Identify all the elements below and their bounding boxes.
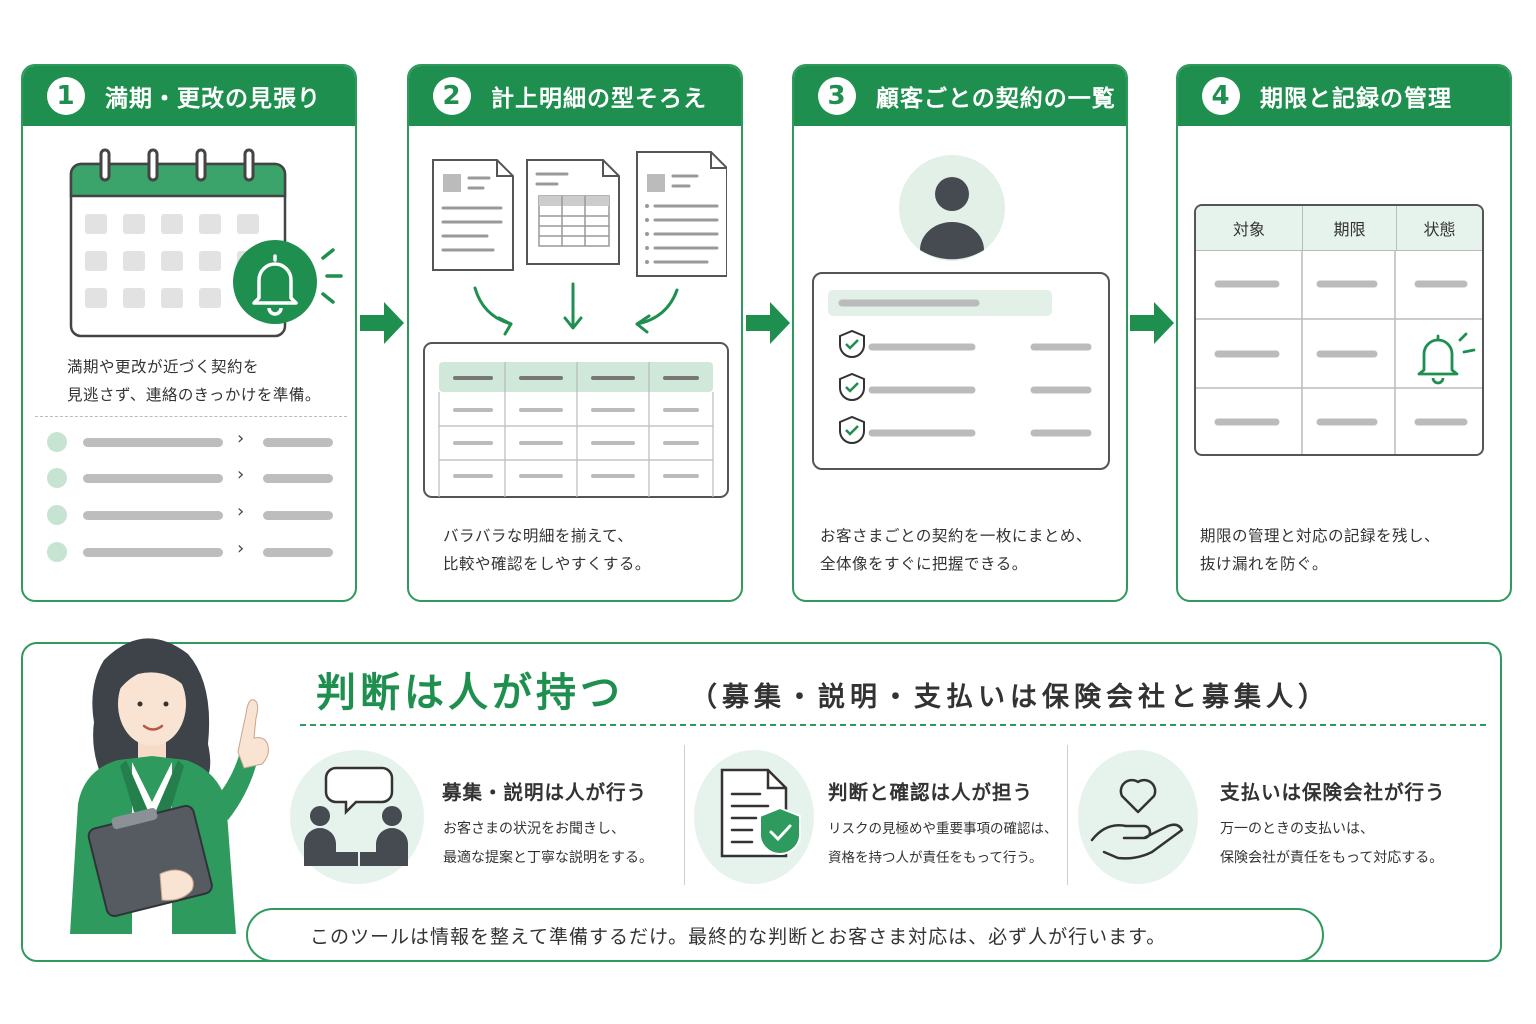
role-title-2: 判断と確認は人が担う — [828, 781, 1034, 804]
role-desc-1: お客さまの状況をお聞きし、 最適な提案と丁寧な説明をする。 — [443, 821, 653, 866]
step-desc-1: 満期や更改が近づく契約を 見逃さず、連絡のきっかけを準備。 — [67, 358, 321, 404]
role-title-3: 支払いは保険会社が行う — [1220, 781, 1446, 804]
step-title-2: 計上明細の型そろえ — [491, 86, 707, 112]
column-header: 状態 — [1423, 220, 1456, 239]
calendar-bell-icon — [69, 148, 343, 338]
list-line — [263, 548, 333, 557]
step-desc-3: お客さまごとの契約を一枚にまとめ、 全体像をすぐに把握できる。 — [820, 527, 1092, 573]
step-card-2: 2 計上明細の型そろえ — [407, 64, 743, 602]
divider — [35, 416, 347, 417]
arrow-right-icon — [360, 302, 404, 344]
footer-note: このツールは情報を整えて準備するだけ。最終的な判断とお客さま対応は、必ず人が行い… — [246, 908, 1324, 962]
column-divider — [684, 745, 685, 885]
arrow-right-icon — [1130, 302, 1174, 344]
step-card-3: 3 顧客ごとの契約の一覧 お客さまごとの契約を一枚にまとめ、 全体像をすぐに把握… — [792, 64, 1128, 602]
step-header-2: 2 計上明細の型そろえ — [409, 66, 741, 126]
role-desc-2: リスクの見極めや重要事項の確認は、 資格を持つ人が責任をもって行う。 — [828, 821, 1058, 866]
documents-merge-icon — [432, 151, 727, 336]
step-header-4: 4 期限と記録の管理 — [1178, 66, 1510, 126]
principle-title: 判断は人が持つ — [316, 670, 624, 716]
table-body — [1196, 250, 1482, 454]
step-card-4: 4 期限と記録の管理 対象 期限 状態 期限の管理と対応の記録を残し、 抜け漏れ… — [1176, 64, 1512, 602]
person-icon — [899, 155, 1005, 261]
column-divider — [1067, 745, 1068, 885]
role-desc-3: 万一のときの支払いは、 保険会社が責任をもって対応する。 — [1220, 821, 1444, 866]
merged-table-icon — [423, 342, 729, 498]
chevron-right-icon: › — [237, 501, 245, 522]
chevron-right-icon: › — [237, 464, 245, 485]
list-line — [83, 474, 223, 483]
step-header-1: 1 満期・更改の見張り — [23, 66, 355, 126]
list-line — [263, 438, 333, 447]
step-header-3: 3 顧客ごとの契約の一覧 — [794, 66, 1126, 126]
step-title-4: 期限と記録の管理 — [1260, 86, 1452, 112]
bell-alert-icon — [1417, 332, 1476, 385]
deadline-table: 対象 期限 状態 — [1194, 204, 1484, 456]
step-desc-4: 期限の管理と対応の記録を残し、 抜け漏れを防ぐ。 — [1200, 527, 1441, 573]
chevron-right-icon: › — [237, 428, 245, 449]
role-title-1: 募集・説明は人が行う — [442, 781, 648, 804]
list-dot-icon — [47, 505, 67, 525]
list-line — [83, 511, 223, 520]
step-title-3: 顧客ごとの契約の一覧 — [876, 86, 1116, 112]
step-title-1: 満期・更改の見張り — [105, 86, 321, 112]
column-header: 対象 — [1196, 206, 1303, 250]
principle-divider — [300, 724, 1486, 726]
step-number-2: 2 — [433, 77, 471, 115]
chevron-right-icon: › — [237, 538, 245, 559]
column-header: 期限 — [1303, 206, 1397, 250]
consultation-icon — [304, 766, 408, 866]
arrow-right-icon — [746, 302, 790, 344]
list-line — [263, 511, 333, 520]
document-shield-icon — [720, 768, 802, 858]
list-line — [83, 548, 223, 557]
heart-hand-icon — [1090, 778, 1184, 860]
step-desc-2: バラバラな明細を揃えて、 比較や確認をしやすくする。 — [443, 527, 651, 573]
principle-subtitle: （募集・説明・支払いは保険会社と募集人） — [690, 682, 1330, 713]
step-number-1: 1 — [47, 77, 85, 115]
step-number-3: 3 — [818, 77, 856, 115]
list-line — [263, 474, 333, 483]
advisor-woman-illustration — [70, 638, 269, 934]
role-icon-bg — [1078, 750, 1198, 884]
list-dot-icon — [47, 468, 67, 488]
list-line — [83, 438, 223, 447]
step-card-1: 1 満期・更改の見張り 満期や更改が近づく契約を 見逃さず、連絡のきっかけを準備… — [21, 64, 357, 602]
table-header: 対象 期限 状態 — [1196, 206, 1482, 251]
customer-contracts-icon — [812, 272, 1110, 470]
list-dot-icon — [47, 542, 67, 562]
step-number-4: 4 — [1202, 77, 1240, 115]
list-dot-icon — [47, 432, 67, 452]
